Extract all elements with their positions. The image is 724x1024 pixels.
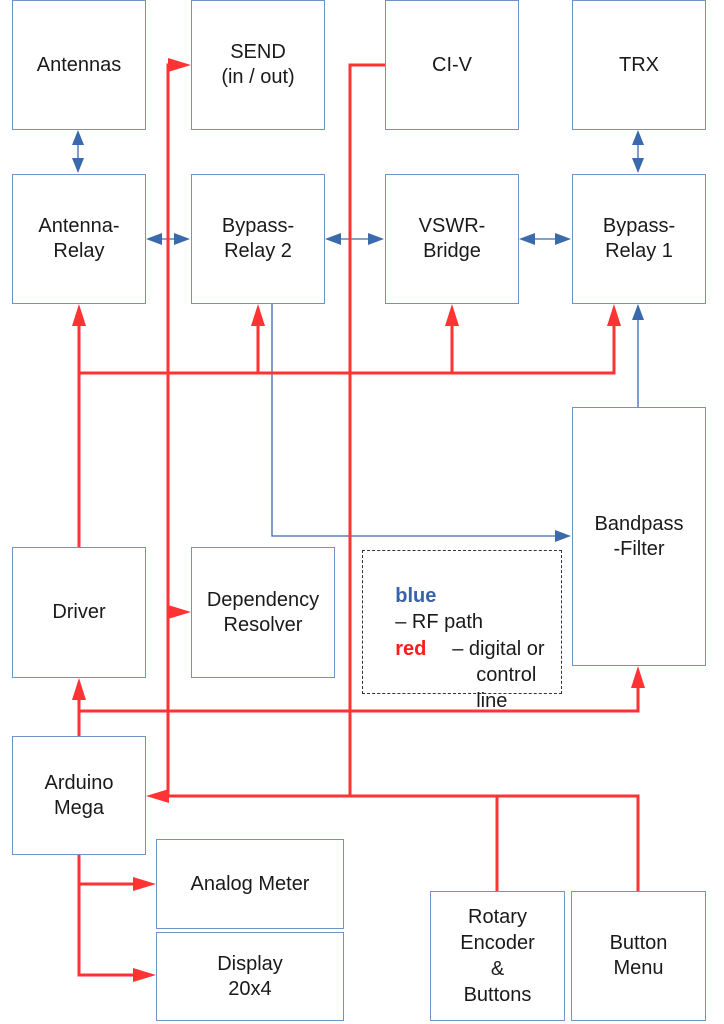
arrowhead-left-icon (325, 233, 341, 245)
arrowhead-up-icon (72, 678, 86, 700)
node-label: Analog Meter (190, 872, 310, 895)
arrowhead-up-icon (632, 130, 644, 145)
arrowhead-right-icon (168, 58, 191, 72)
arrowhead-right-icon (174, 233, 190, 245)
arrowhead-up-icon (631, 666, 645, 688)
rf-line-bypass-relay-2-bandpass (271, 300, 562, 537)
node-driver: Driver (12, 547, 146, 678)
node-vswr-bridge: VSWR- Bridge (385, 174, 519, 304)
legend-red-description: control (476, 664, 537, 686)
node-bypass-relay-1: Bypass- Relay 1 (572, 174, 706, 304)
legend-red-keyword: red (395, 638, 427, 660)
node-label: Display 20x4 (217, 952, 283, 1000)
control-line-relay-bus (79, 318, 616, 375)
node-label: Bypass- Relay 2 (221, 215, 295, 262)
node-label: Dependency Resolver (206, 588, 320, 636)
control-line-display (77, 854, 140, 977)
node-arduino-mega: Arduino Mega (12, 736, 146, 855)
arrowhead-up-icon (632, 304, 644, 320)
node-bypass-relay-2: Bypass- Relay 2 (191, 174, 325, 304)
node-label: Bypass- Relay 1 (602, 215, 676, 262)
arrowhead-up-icon (72, 130, 84, 145)
node-antennas: Antennas (12, 0, 146, 130)
node-label: Antenna- Relay (38, 215, 120, 262)
control-line-input-bus (162, 794, 640, 891)
arrowhead-up-icon (607, 304, 621, 326)
arrowhead-left-icon (146, 233, 162, 245)
node-label: SEND (in / out) (221, 41, 295, 88)
arrowhead-up-icon (445, 304, 459, 326)
arrowhead-right-icon (368, 233, 384, 245)
arrowhead-right-icon (133, 968, 156, 982)
node-label: VSWR- Bridge (418, 215, 486, 262)
legend-red-description: line (476, 690, 508, 712)
node-label: Bandpass -Filter (594, 513, 684, 560)
node-label: Arduino Mega (44, 771, 114, 819)
arrowhead-right-icon (133, 877, 156, 891)
arrowhead-down-icon (72, 158, 84, 173)
legend-red-description: – digital or (452, 638, 545, 660)
node-label: Rotary Encoder & Buttons (460, 906, 535, 1006)
legend: blue – RF path red – digital or control … (362, 550, 562, 712)
node-civ: CI-V (385, 0, 519, 130)
node-label: TRX (619, 53, 659, 76)
node-label: Button Menu (609, 932, 668, 979)
arrowhead-down-icon (632, 158, 644, 173)
node-label: Driver (52, 601, 106, 623)
node-button-menu: Button Menu (571, 891, 706, 1021)
node-label: Antennas (36, 53, 122, 76)
control-line-send (166, 63, 175, 796)
arrowhead-right-icon (555, 530, 571, 542)
node-dependency-resolver: Dependency Resolver (191, 547, 335, 678)
arrowhead-right-icon (168, 605, 191, 619)
node-display: Display 20x4 (156, 932, 344, 1021)
arrowhead-left-icon (146, 789, 169, 803)
legend-blue-keyword: blue (395, 585, 437, 607)
legend-blue-description: – RF path (395, 611, 484, 633)
arrowhead-up-icon (72, 304, 86, 326)
node-label: CI-V (432, 53, 472, 76)
node-analog-meter: Analog Meter (156, 839, 344, 929)
node-send: SEND (in / out) (191, 0, 325, 130)
arrowhead-right-icon (555, 233, 571, 245)
node-antenna-relay: Antenna- Relay (12, 174, 146, 304)
arrowhead-up-icon (251, 304, 265, 326)
control-line-civ (348, 63, 385, 796)
control-line-bandpass (79, 680, 640, 713)
node-trx: TRX (572, 0, 706, 130)
node-rotary-encoder: Rotary Encoder & Buttons (430, 891, 565, 1021)
node-bandpass-filter: Bandpass -Filter (572, 407, 706, 666)
arrowhead-left-icon (519, 233, 535, 245)
